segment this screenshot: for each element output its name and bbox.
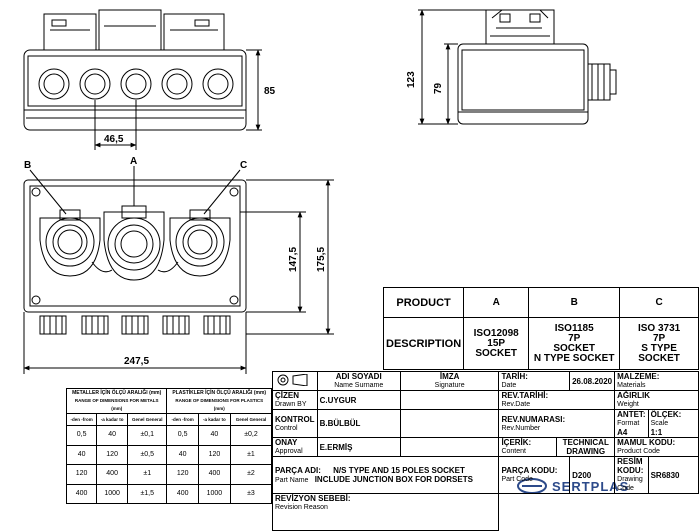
dim-85: 85 [264, 86, 276, 97]
approved-value: E.ERMİŞ [319, 442, 353, 452]
front-cable-glands [39, 315, 231, 335]
product-header: PRODUCT [382, 287, 465, 318]
approved-label: ONAY Approval [272, 437, 318, 457]
technical-drawing: 46,5 85 123 79 [23, 9, 628, 494]
format-value: A4 [617, 428, 628, 437]
title-block: ADI SOYADI Name Surname İMZA Signature T… [271, 371, 700, 531]
socket-b-outline [39, 217, 101, 277]
weight-cell: AĞIRLIK Weight [614, 390, 699, 410]
description-b: ISO1185 7P SOCKET N TYPE SOCKET [528, 317, 621, 370]
description-c: ISO 3731 7P S TYPE SOCKET [619, 317, 699, 370]
name-header: ADI SOYADI Name Surname [316, 371, 401, 391]
dim-123: 123 [406, 71, 417, 88]
part-code-value: D200 [572, 470, 592, 480]
label-a: A [130, 156, 137, 167]
socket-a-outline [103, 211, 165, 281]
content-cell: İÇERİK: Content [498, 437, 558, 457]
side-view [418, 9, 617, 125]
dim-175-5: 175,5 [316, 247, 327, 272]
content-value-1: TECHNICAL [562, 438, 609, 447]
projection-icon [277, 373, 308, 387]
tolerance-table: METALLER İÇİN ÖLÇÜ ARALIĞI (mm) RANGE OF… [65, 388, 273, 504]
signature-header: İMZA Signature [399, 371, 500, 391]
product-table: PRODUCT A B C DESCRIPTION ISO12098 15P S… [382, 287, 699, 370]
drawn-label: ÇİZEN Drawn BY [272, 390, 318, 410]
rev-date-cell: REV.TARİHİ: Rev.Date [498, 390, 616, 410]
logo-cell [499, 494, 699, 531]
mamul-code-cell: MAMUL KODU: Product Code [614, 437, 699, 457]
part-name-line2: INCLUDE JUNCTION BOX FOR DORSETS [314, 474, 473, 484]
drawing-code-cell: RESİM KODU: Drawing Code [614, 456, 649, 494]
dim-147-5: 147,5 [288, 247, 299, 272]
approved-signature [399, 437, 500, 457]
dim-79: 79 [433, 82, 444, 94]
plastic-range-header: PLASTİKLER İÇİN ÖLÇÜ ARALIĞI (mm) RANGE … [166, 388, 272, 414]
rev-number-cell: REV.NUMARASI: Rev.Number [498, 409, 616, 438]
top-view [23, 9, 262, 150]
checked-value: B.BÜLBÜL [319, 419, 361, 428]
checked-signature [399, 409, 500, 438]
top-lid-center [98, 9, 162, 51]
top-lid-right [163, 13, 225, 51]
side-gland [587, 63, 611, 101]
drawn-signature [399, 390, 500, 410]
scale-value: 1:1 [650, 428, 663, 437]
checked-label: KONTROL Control [272, 409, 318, 438]
revision-reason-cell: REVİZYON SEBEBİ: Revision Reason [271, 493, 500, 531]
part-name-line1: N/S TYPE AND 15 POLES SOCKET [333, 465, 465, 475]
part-code-cell: PARÇA KODU: Part Code [498, 456, 571, 494]
drawing-code-value: SR6830 [650, 470, 680, 480]
tolerance-col-headers: -den -from -a kadar to Genel General -de… [65, 413, 273, 426]
dim-247-5: 247,5 [124, 356, 149, 367]
label-c: C [240, 160, 247, 171]
format-cell: ANTET: Format A4 [614, 409, 649, 438]
content-value-2: DRAWING [566, 447, 606, 456]
socket-c-outline [169, 217, 231, 277]
projection-symbol [272, 371, 318, 391]
drawn-value: C.UYGUR [319, 395, 357, 405]
scale-cell: ÖLÇEK: Scale 1:1 [647, 409, 700, 438]
top-lid-left [43, 13, 97, 51]
description-header: DESCRIPTION [382, 317, 465, 370]
product-col-b: B [528, 287, 621, 318]
material-cell: MALZEME: Materials [614, 371, 699, 391]
part-name-cell: PARÇA ADI: N/S TYPE AND 15 POLES SOCKET … [271, 456, 500, 494]
dim-46-5: 46,5 [104, 134, 124, 145]
date-cell: TARİH: Date [498, 371, 571, 391]
date-value: 26.08.2020 [572, 376, 613, 386]
description-a: ISO12098 15P SOCKET [463, 317, 530, 370]
product-col-c: C [619, 287, 699, 318]
metal-range-header: METALLER İÇİN ÖLÇÜ ARALIĞI (mm) RANGE OF… [65, 388, 168, 414]
product-col-a: A [463, 287, 530, 318]
front-view [23, 166, 334, 374]
top-cable-glands [38, 68, 234, 100]
label-b: B [24, 160, 31, 171]
